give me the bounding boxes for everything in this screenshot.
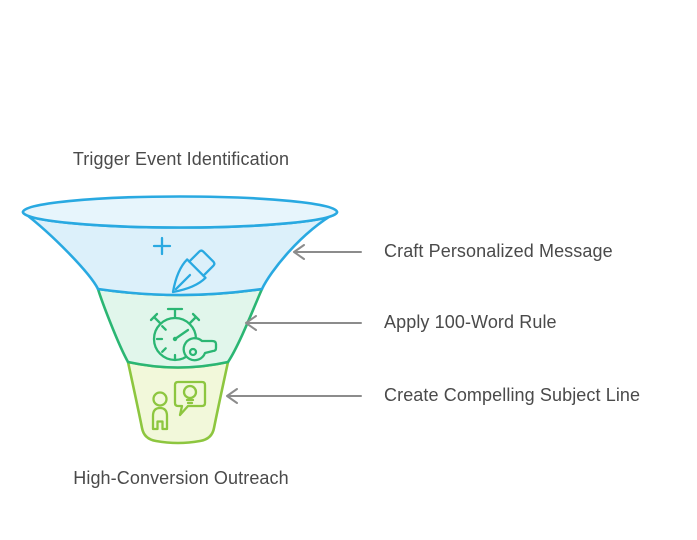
pen-nib bbox=[171, 258, 207, 294]
pen-slit bbox=[174, 273, 192, 291]
diagram-footer: High-Conversion Outreach bbox=[73, 468, 289, 488]
funnel-stage-3-shape bbox=[126, 360, 230, 445]
speech-bubble bbox=[173, 380, 207, 417]
pen-nib-plus-icon bbox=[152, 236, 216, 294]
stopwatch-ticks bbox=[155, 325, 177, 361]
stage-2-label: Apply 100-Word Rule bbox=[384, 312, 557, 332]
stopwatch-stem bbox=[166, 307, 184, 319]
whistle-hole bbox=[188, 347, 198, 357]
arrow-1 bbox=[293, 244, 362, 260]
diagram-title: Trigger Event Identification bbox=[72, 149, 290, 169]
stage-3-label: Create Compelling Subject Line bbox=[384, 385, 641, 405]
stopwatch-whistle-icon bbox=[149, 307, 218, 362]
stopwatch-button-left bbox=[149, 312, 162, 325]
arrow-2-head-icon bbox=[245, 315, 257, 331]
person-body bbox=[151, 406, 169, 431]
arrow-3 bbox=[226, 388, 362, 404]
stopwatch-button-right bbox=[188, 312, 201, 325]
stopwatch-pivot bbox=[172, 336, 178, 342]
person-head bbox=[152, 391, 168, 407]
funnel-rim bbox=[21, 195, 339, 229]
stage-1-label: Craft Personalized Message bbox=[384, 241, 613, 261]
funnel-stage-2-shape bbox=[96, 287, 264, 369]
plus-glyph bbox=[152, 236, 172, 256]
pen-cap bbox=[188, 249, 216, 277]
person-idea-bubble-icon bbox=[151, 380, 207, 431]
arrow-1-head-icon bbox=[293, 244, 305, 260]
arrow-3-head-icon bbox=[226, 388, 238, 404]
lightbulb bbox=[182, 384, 198, 400]
lightbulb-base bbox=[185, 398, 195, 405]
stopwatch-needle bbox=[173, 328, 190, 341]
arrow-2 bbox=[245, 315, 362, 331]
